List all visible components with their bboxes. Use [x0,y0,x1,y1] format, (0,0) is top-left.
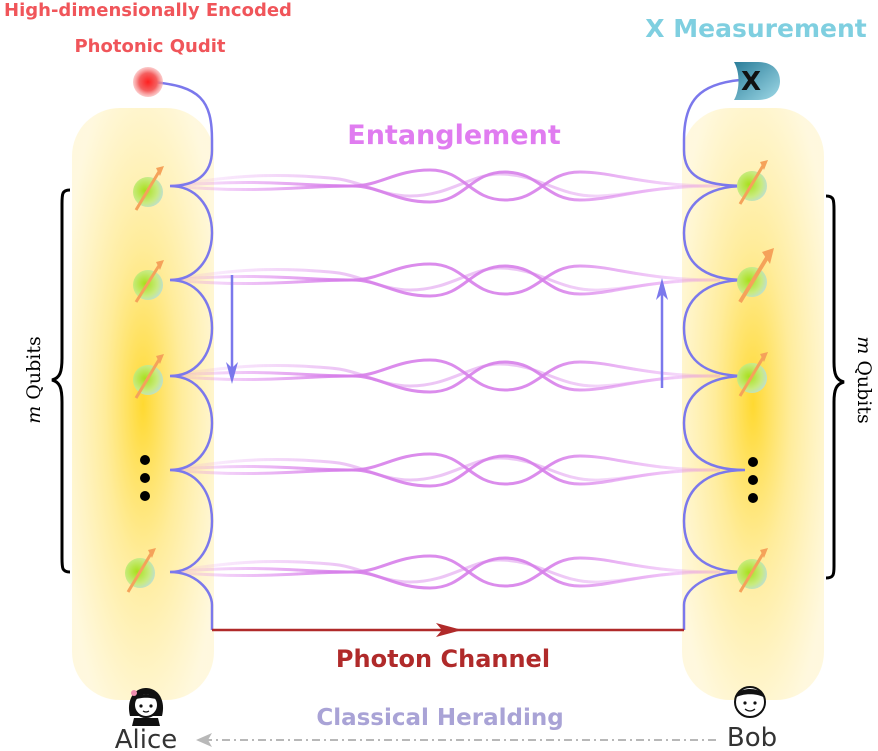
bob-label: Bob [727,723,777,751]
photonic-qudit-label-line1: High-dimensionally Encoded [4,0,292,21]
bob-qubit [737,352,768,397]
photonic-qudit [133,67,163,97]
svg-text:X: X [741,67,761,97]
alice-m-qubits-label: m Qubits [23,336,45,424]
alice-ellipsis [140,455,150,501]
alice-qubit [133,166,164,211]
entanglement-braids [169,168,721,590]
bob-qubits [737,160,774,593]
photonic-qudit-label-line2: Photonic Qudit [74,36,225,57]
alice-qubits [125,166,164,593]
entanglement-label: Entanglement [347,120,561,151]
alice-pad [72,108,214,700]
alice-brace [51,188,71,574]
alice-qubit [133,354,164,399]
alice-avatar-icon [128,688,164,726]
alice-waveguide [151,80,214,630]
bob-qubit [737,248,774,304]
bob-avatar-icon [734,686,766,718]
classical-heralding-arrow [196,733,212,747]
bob-up-arrowhead [656,278,668,300]
x-detector-icon: X [734,62,780,100]
alice-qubit [125,548,156,593]
x-measurement-label: X Measurement [645,14,866,43]
bob-qubit [737,548,768,593]
bob-waveguide [682,78,746,630]
bob-m-qubits-label: m Qubits [853,336,875,424]
photon-channel-arrow [436,623,462,637]
alice-label: Alice [115,725,178,751]
bob-brace [825,194,845,580]
alice-down-arrowhead [226,362,238,384]
bob-pad [682,108,824,700]
bob-ellipsis [748,457,758,503]
classical-heralding-label: Classical Heralding [316,705,563,731]
photon-channel-label: Photon Channel [336,645,550,673]
bob-qubit [737,160,768,205]
alice-qubit [133,260,164,303]
